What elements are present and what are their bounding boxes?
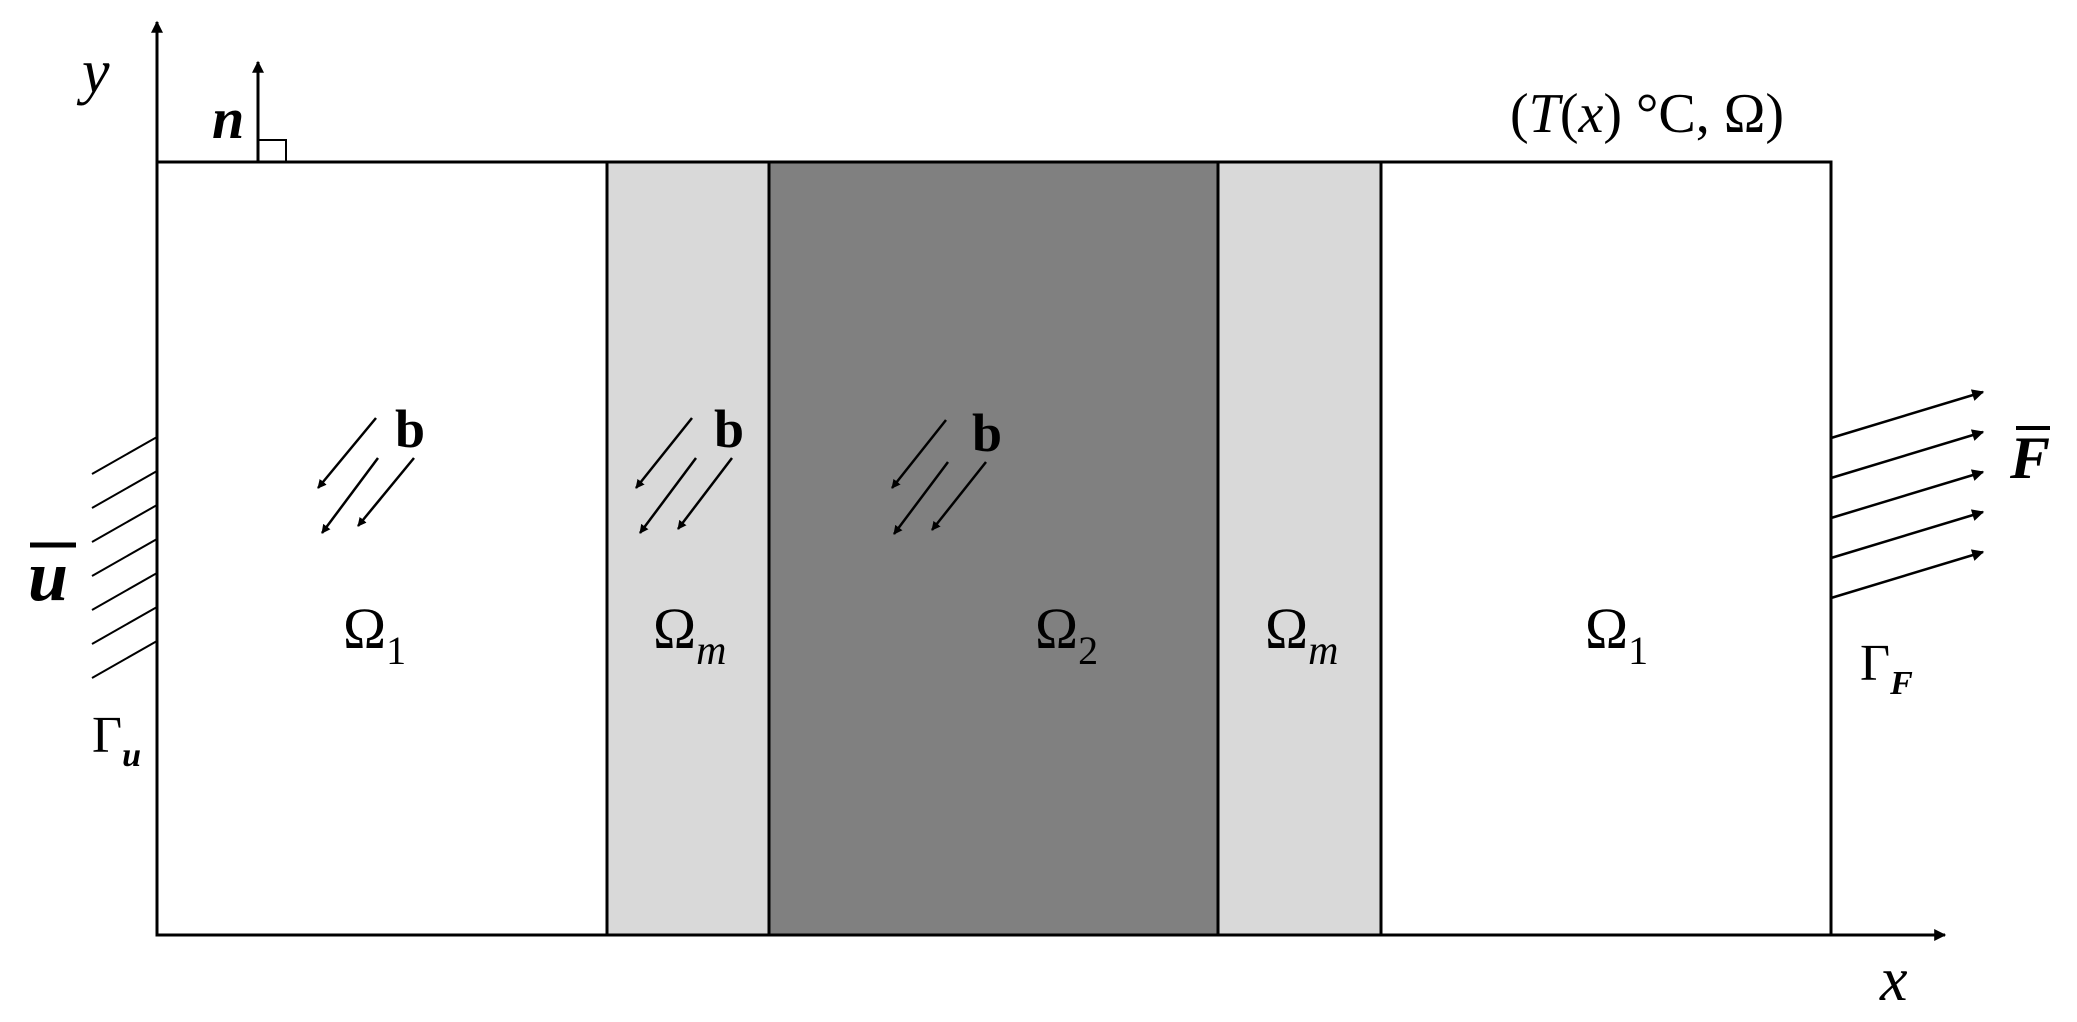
omega-m-right-label: Ωm xyxy=(1265,596,1338,674)
omega-1-left-label: Ω1 xyxy=(343,596,406,673)
omega-m-left-label: Ωm xyxy=(653,596,726,674)
body-force-label-1: b xyxy=(395,399,425,459)
body-force-label-3: b xyxy=(972,403,1002,463)
body-force-label-2: b xyxy=(714,399,744,459)
gamma-f-label: ΓF xyxy=(1860,635,1913,702)
displacement-label: u xyxy=(28,536,68,616)
right-angle-mark xyxy=(258,139,287,162)
traction-arrows xyxy=(1830,389,1985,600)
region-omega-m-right xyxy=(1216,160,1383,937)
traction-label: F xyxy=(2009,425,2050,491)
region-omega-m-left xyxy=(605,160,771,937)
region-omega-1-right xyxy=(1379,160,1833,937)
omega-1-right-label: Ω1 xyxy=(1585,596,1648,673)
normal-label: n xyxy=(212,86,244,151)
y-axis-label: y xyxy=(76,38,110,106)
region-omega-1-left xyxy=(155,160,609,937)
x-axis-label: x xyxy=(1879,946,1908,1014)
body-force-arrows-omega-m xyxy=(635,417,733,534)
region-omega-2 xyxy=(767,160,1220,937)
body-force-arrows-omega-2 xyxy=(891,419,987,535)
gamma-u-label: Γu xyxy=(92,707,141,774)
body-force-arrows-omega-1 xyxy=(317,417,415,534)
temperature-label: (T(x) °C, Ω) xyxy=(1510,83,1784,145)
fixed-boundary-hatching xyxy=(91,436,158,679)
omega-2-label: Ω2 xyxy=(1035,596,1098,673)
